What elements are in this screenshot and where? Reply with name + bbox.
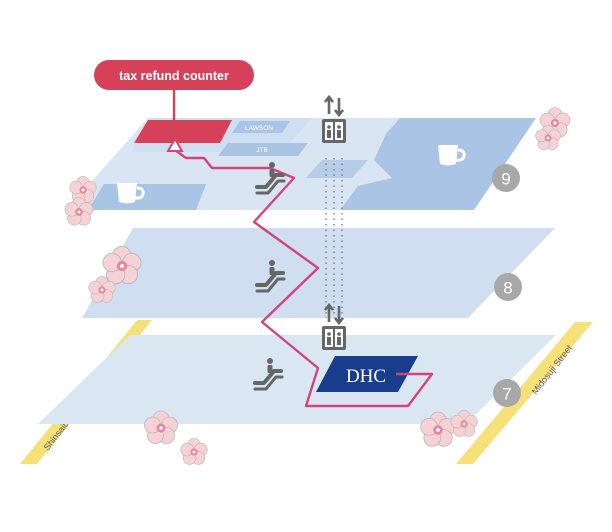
floor-number-7: 7 bbox=[502, 385, 511, 404]
floor-8 bbox=[82, 228, 555, 318]
route-line bbox=[174, 149, 434, 408]
up-down-arrows-icon bbox=[323, 95, 345, 117]
elevator-shaft bbox=[325, 158, 343, 318]
floor-9 bbox=[66, 118, 536, 210]
elevator-icon bbox=[322, 119, 346, 143]
tax-refund-counter-area bbox=[134, 120, 232, 143]
tax-refund-label: tax refund counter bbox=[119, 69, 229, 83]
floor-number-9: 9 bbox=[501, 170, 510, 189]
floor-badge-7: 7 bbox=[493, 379, 521, 407]
elevator-icon bbox=[322, 326, 346, 350]
shop-dhc-label: DHC bbox=[346, 366, 386, 387]
route-start-arrow bbox=[166, 137, 184, 152]
shop-lawson-label: LAWSON bbox=[245, 125, 273, 132]
cherry-blossom-icon bbox=[180, 437, 208, 465]
shop-lawson: LAWSON bbox=[232, 121, 290, 133]
shop-jtb: JTB bbox=[218, 143, 308, 156]
shop-dhc: DHC bbox=[316, 356, 418, 392]
tax-refund-callout: tax refund counter bbox=[94, 60, 254, 124]
floor-badge-9: 9 bbox=[492, 164, 520, 192]
floor-badge-8: 8 bbox=[494, 273, 522, 301]
shop-jtb-label: JTB bbox=[256, 147, 268, 154]
floor-7 bbox=[38, 335, 556, 424]
floor-number-8: 8 bbox=[503, 279, 512, 298]
